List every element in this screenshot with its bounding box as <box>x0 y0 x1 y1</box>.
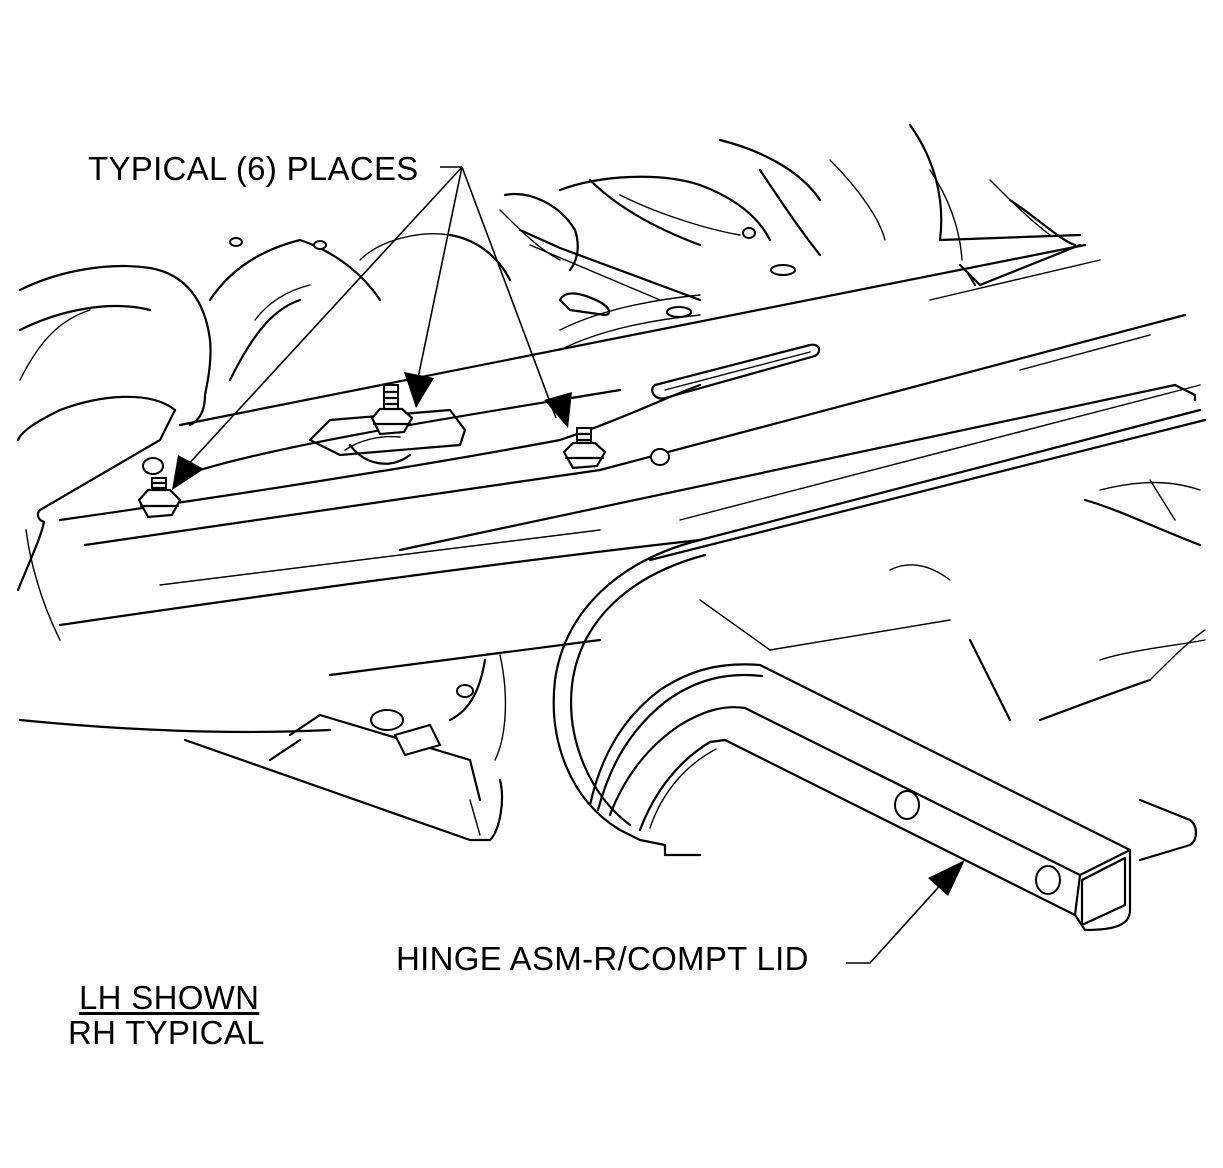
access-pocket <box>308 408 467 465</box>
view-note-shown: LH SHOWN <box>79 979 260 1016</box>
rear-body-panel <box>16 123 1082 641</box>
hex-nut-stud-icon <box>370 384 414 436</box>
arrowhead-icon <box>172 455 204 490</box>
arrowhead-icon <box>544 392 572 428</box>
arrowhead-icon <box>928 860 965 896</box>
lower-body-structure <box>18 479 1206 862</box>
hex-nut-stud-icon <box>137 477 182 519</box>
fastener-callout: TYPICAL (6) PLACES <box>88 150 419 187</box>
body-holes <box>142 227 977 757</box>
arrowhead-icon <box>404 372 434 408</box>
hinge-callout: HINGE ASM-R/COMPT LID <box>396 940 809 977</box>
view-note-typical: RH TYPICAL <box>68 1014 265 1051</box>
hex-nut-stud-icon <box>562 427 607 470</box>
body-cross-rail <box>58 243 1207 677</box>
callout-leaders <box>184 166 946 964</box>
trunk-lid-hinge <box>588 663 1132 932</box>
